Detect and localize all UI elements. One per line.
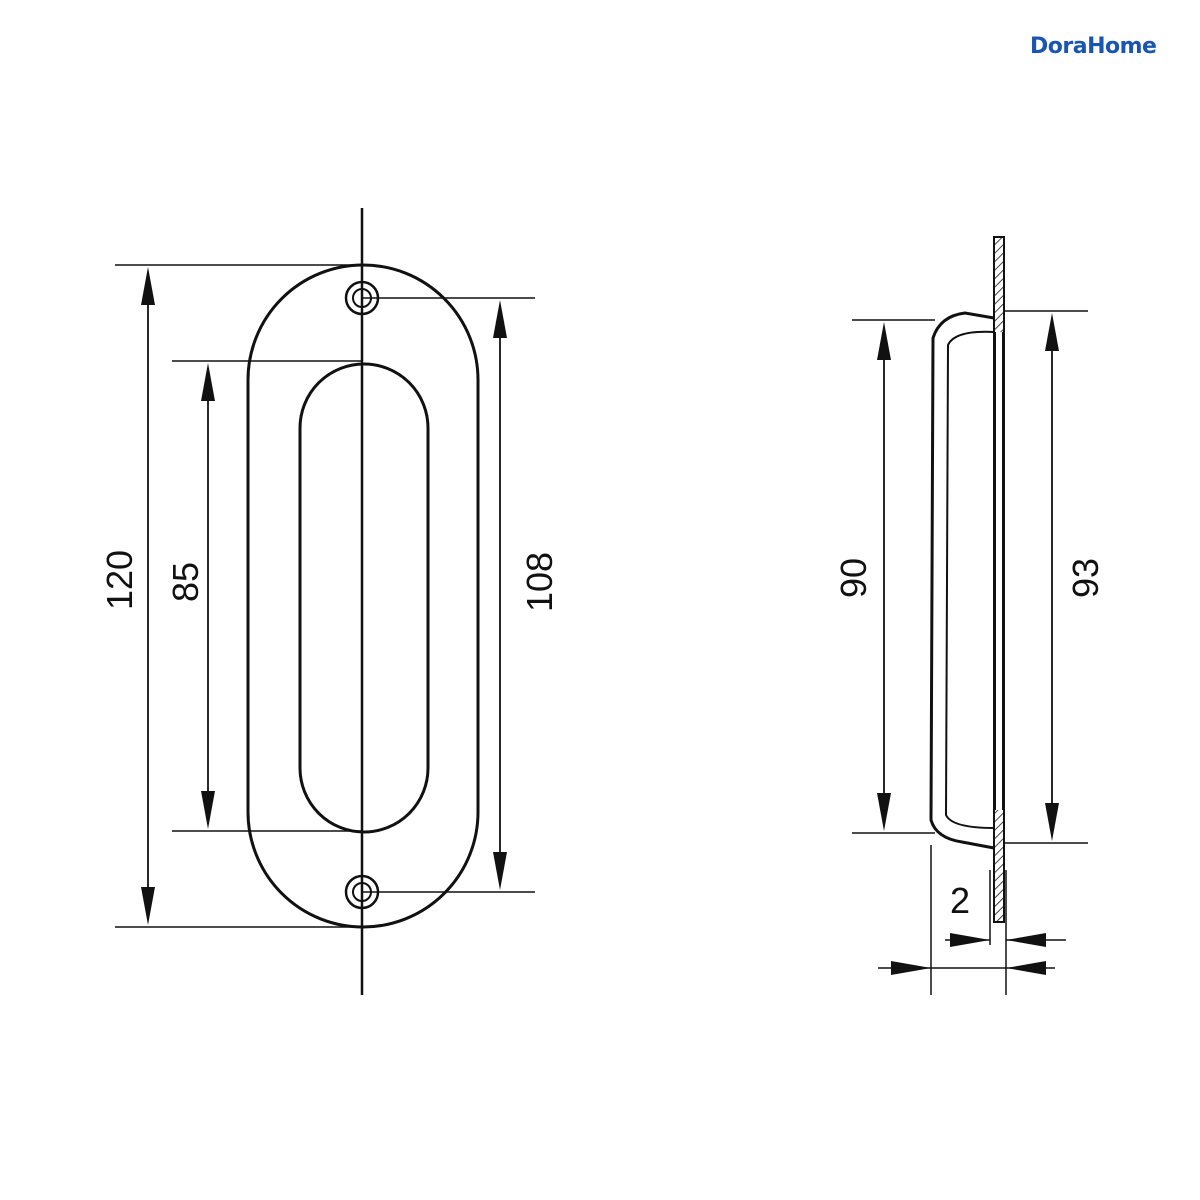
- dimension-plate-thickness: 2: [945, 870, 1066, 995]
- recess-body-profile: [929, 311, 995, 850]
- dimension-screw-spacing: 108: [493, 300, 560, 890]
- front-view: 120 85 108: [99, 208, 560, 995]
- plate-recess-opening: [995, 332, 1003, 810]
- dimension-label-2: 2: [950, 880, 970, 921]
- dimension-grip-height: 85: [165, 363, 215, 829]
- dimension-overall-depth: [878, 845, 1055, 995]
- dimension-label-93: 93: [1065, 558, 1106, 598]
- inner-recess-outline: [298, 362, 430, 834]
- dimension-label-120: 120: [99, 550, 140, 610]
- dimension-recess-height: 90: [833, 322, 891, 831]
- dimension-overall-height: 120: [99, 267, 155, 925]
- brand-logo: DoraHome: [1030, 34, 1157, 59]
- dimension-flange-height: 93: [1045, 313, 1106, 841]
- brand-logo-text: DoraHome: [1030, 34, 1157, 59]
- dimension-label-90: 90: [833, 558, 874, 598]
- dimension-label-85: 85: [165, 562, 206, 602]
- dimension-label-108: 108: [519, 552, 560, 612]
- side-view: 90 93 2: [833, 236, 1106, 995]
